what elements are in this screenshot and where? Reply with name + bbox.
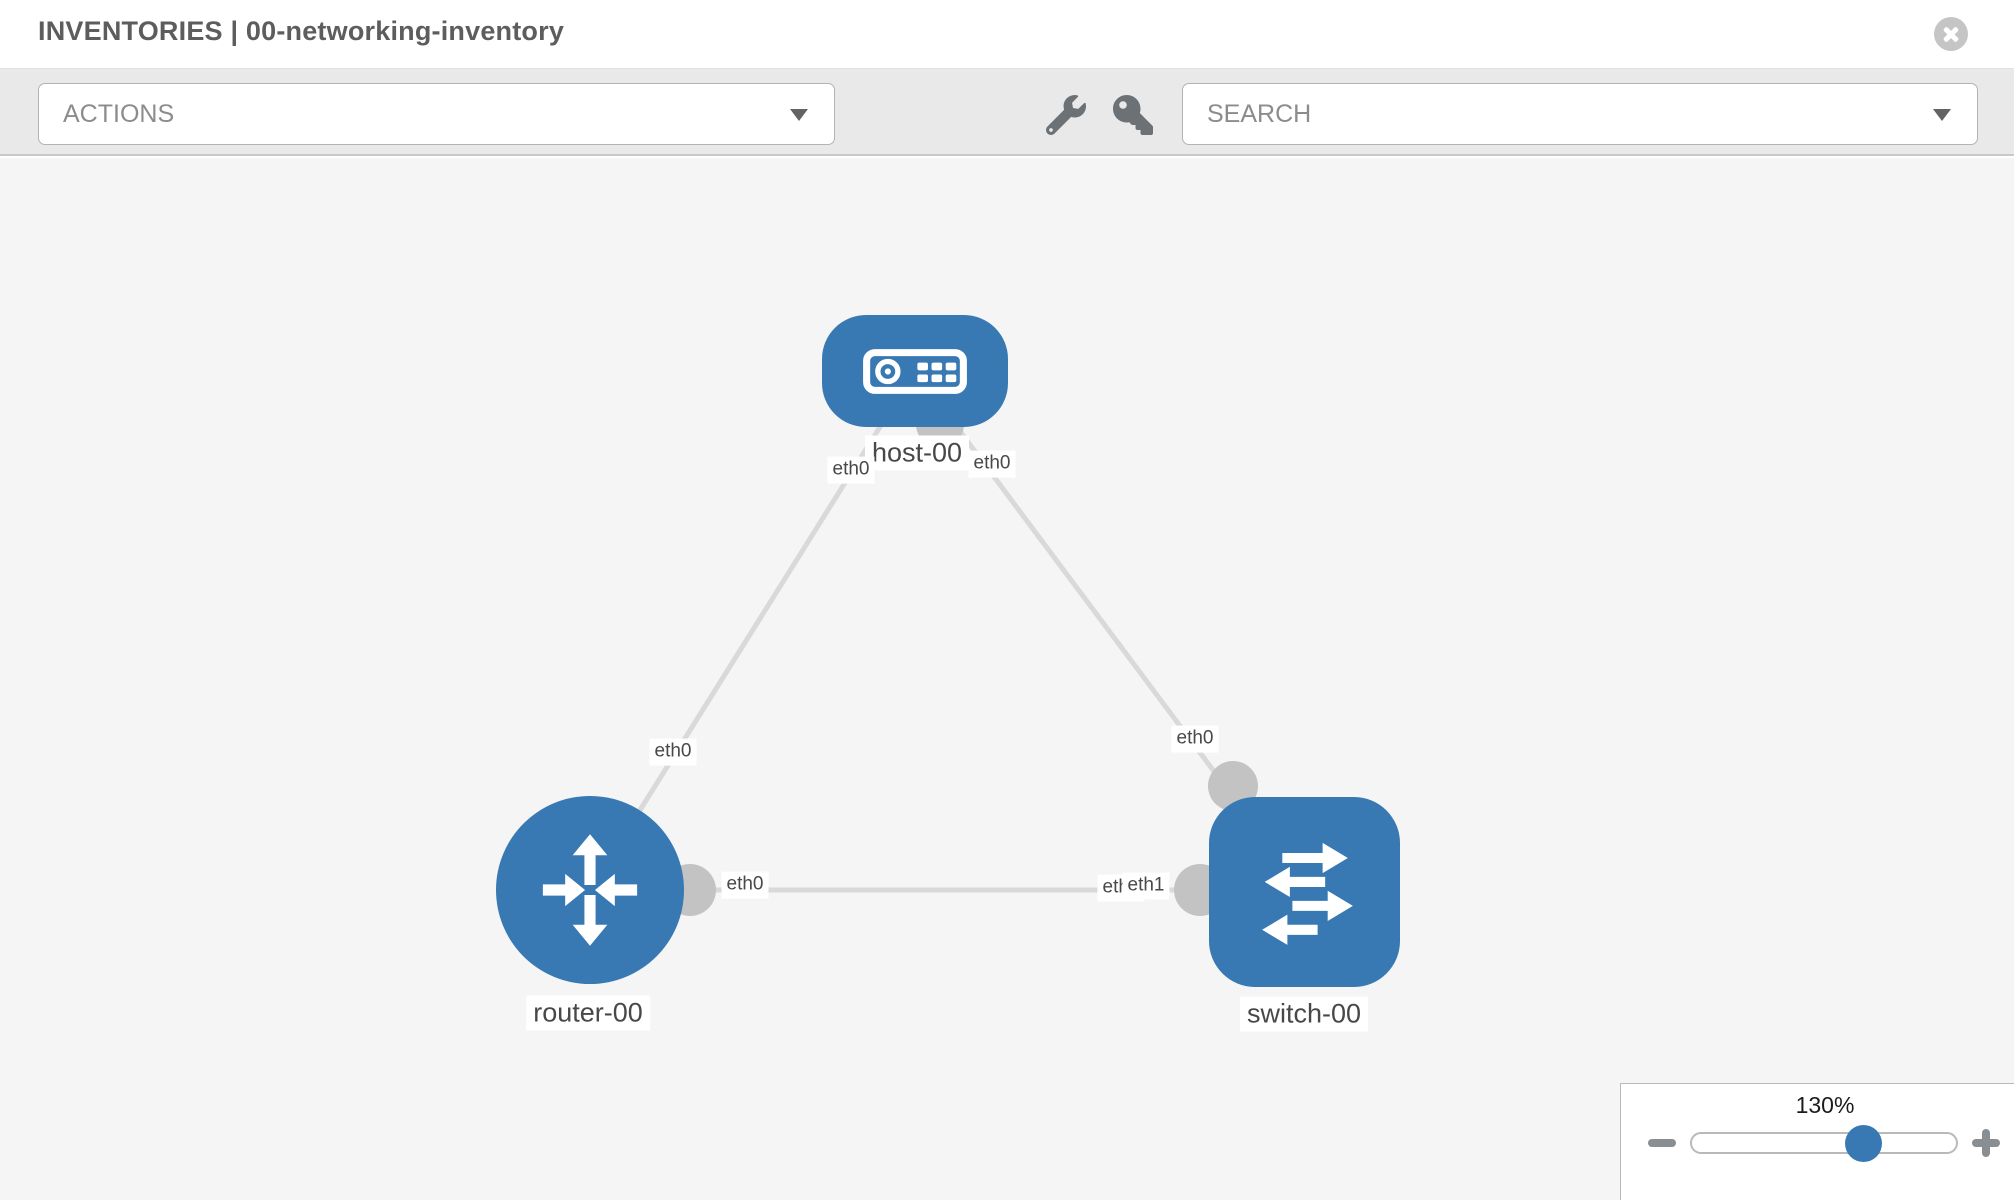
- node-router-00[interactable]: [496, 796, 684, 984]
- topology-links-layer: [587, 369, 1307, 916]
- caret-down-icon: [790, 109, 808, 121]
- actions-dropdown-label: ACTIONS: [63, 99, 175, 128]
- node-label-switch: switch-00: [1239, 996, 1369, 1032]
- page-title: INVENTORIES | 00-networking-inventory: [38, 16, 565, 46]
- switch-icon: [1261, 842, 1353, 945]
- wrench-icon[interactable]: [1045, 95, 1086, 136]
- host-icon: [863, 348, 967, 394]
- key-icon[interactable]: [1113, 95, 1153, 135]
- actions-dropdown[interactable]: ACTIONS: [38, 83, 835, 145]
- node-label-host: host-00: [864, 435, 970, 471]
- zoom-slider-track[interactable]: [1690, 1132, 1958, 1154]
- iface-label-host-to-router: eth0: [827, 456, 875, 484]
- router-icon: [542, 834, 638, 946]
- node-label-router: router-00: [526, 995, 650, 1031]
- zoom-level-value: 130%: [1795, 1092, 1855, 1118]
- caret-down-icon: [1933, 109, 1951, 121]
- topology-canvas[interactable]: host-00 router-00 switch-00 eth0 eth0 et…: [0, 158, 2014, 1200]
- iface-label-router-to-switch: eth0: [721, 871, 769, 899]
- search-dropdown-label: SEARCH: [1207, 99, 1312, 128]
- zoom-plus-icon[interactable]: [1972, 1129, 2000, 1157]
- iface-label-host-to-switch: eth0: [968, 450, 1016, 478]
- header: INVENTORIES | 00-networking-inventory: [0, 0, 2014, 69]
- search-dropdown[interactable]: SEARCH: [1182, 83, 1978, 145]
- iface-label-router-to-host: eth0: [649, 738, 697, 766]
- node-switch-00[interactable]: [1209, 797, 1400, 987]
- zoom-minus-icon[interactable]: [1648, 1139, 1676, 1147]
- zoom-slider-knob[interactable]: [1845, 1125, 1882, 1162]
- close-icon[interactable]: [1934, 17, 1968, 51]
- iface-label-switch-to-host: eth0: [1171, 725, 1219, 753]
- node-host-00[interactable]: [822, 315, 1008, 427]
- iface-label-switch-to-router: eth1: [1122, 872, 1170, 900]
